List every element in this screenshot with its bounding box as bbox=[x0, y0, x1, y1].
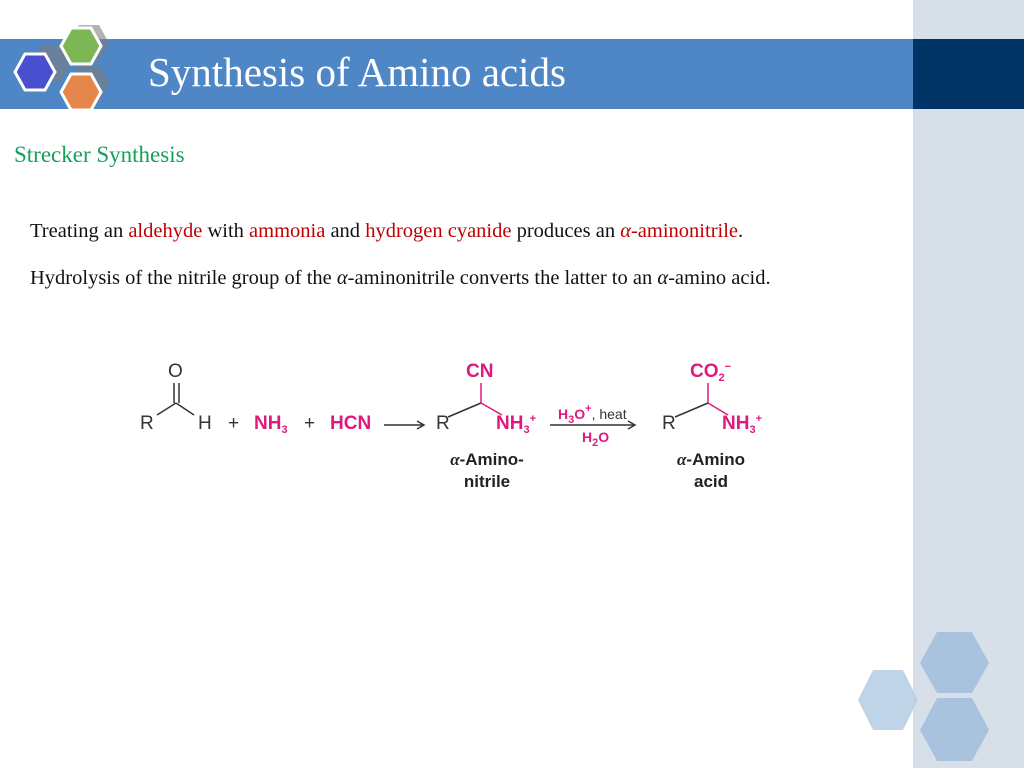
text: -aminonitrile converts the latter to an bbox=[347, 266, 658, 289]
alpha-aminonitrile-label: α-Amino-nitrile bbox=[442, 449, 532, 493]
text: -Amino- bbox=[459, 450, 524, 469]
page-title: Synthesis of Amino acids bbox=[148, 49, 566, 95]
plus-sign: + bbox=[304, 413, 316, 434]
text: -amino acid. bbox=[668, 266, 771, 289]
text: Treating an bbox=[30, 220, 129, 242]
ammonium-group: NH3+ bbox=[722, 413, 762, 436]
body-paragraph: Treating an aldehyde with ammonia and hy… bbox=[30, 208, 930, 301]
alpha-amino-acid-label: α-Amino acid bbox=[666, 449, 756, 493]
term-aminonitrile: -aminonitrile bbox=[630, 220, 739, 242]
text: Hydrolysis of the nitrile group of the bbox=[30, 266, 337, 289]
text: . bbox=[738, 220, 744, 242]
text: -Amino bbox=[686, 450, 745, 469]
title-bar-accent bbox=[913, 39, 1024, 109]
text: O bbox=[598, 429, 610, 445]
text: NH bbox=[254, 413, 282, 434]
ammonium-group: NH3+ bbox=[496, 413, 536, 436]
text: produces an bbox=[511, 220, 621, 242]
text: , heat bbox=[591, 406, 627, 422]
superscript: + bbox=[585, 403, 592, 415]
superscript: + bbox=[755, 413, 763, 425]
hydrogen-atom: H bbox=[198, 413, 212, 434]
ammonia-formula: NH3 bbox=[254, 413, 288, 436]
bond-lines-icon bbox=[156, 383, 729, 430]
r-group: R bbox=[436, 413, 450, 434]
subscript: 3 bbox=[523, 424, 530, 436]
text: with bbox=[202, 220, 250, 242]
text: NH bbox=[722, 413, 750, 434]
alpha-symbol: α bbox=[657, 266, 669, 289]
text: O bbox=[574, 406, 586, 422]
text: H bbox=[558, 406, 569, 422]
section-subtitle: Strecker Synthesis bbox=[14, 142, 185, 167]
subscript: 2 bbox=[718, 372, 725, 384]
conditions-bottom: H2O bbox=[582, 429, 609, 449]
conditions-top: H3O+, heat bbox=[558, 403, 627, 426]
term-ammonia: ammonia bbox=[249, 220, 326, 242]
subscript: 2 bbox=[592, 437, 599, 449]
superscript: − bbox=[724, 361, 732, 373]
text: CO bbox=[690, 361, 719, 382]
alpha-symbol: α bbox=[336, 266, 348, 289]
subscript: 3 bbox=[568, 414, 575, 426]
subscript: 3 bbox=[281, 424, 288, 436]
strecker-reaction-scheme: O R H + NH3 + HCN CN R NH3+ α-Amino-nitr… bbox=[130, 355, 790, 505]
alpha-symbol: α bbox=[620, 220, 631, 242]
hexagon-logo-icon bbox=[13, 25, 109, 112]
text: acid bbox=[693, 472, 729, 491]
plus-sign: + bbox=[228, 413, 240, 434]
text: nitrile bbox=[463, 472, 511, 491]
r-group: R bbox=[662, 413, 676, 434]
term-aldehyde: aldehyde bbox=[128, 220, 203, 242]
oxygen-atom: O bbox=[168, 361, 183, 382]
term-hydrogen-cyanide: hydrogen cyanide bbox=[365, 220, 512, 242]
title-bar bbox=[0, 39, 913, 109]
superscript: + bbox=[529, 413, 537, 425]
alpha-symbol: α bbox=[677, 450, 687, 469]
text: H bbox=[582, 429, 593, 445]
carboxylate-group: CO2− bbox=[690, 361, 731, 384]
decorative-hexagons-icon bbox=[858, 632, 989, 761]
cn-group: CN bbox=[466, 361, 494, 382]
text: and bbox=[325, 220, 366, 242]
hcn-formula: HCN bbox=[330, 413, 372, 434]
r-group: R bbox=[140, 413, 154, 434]
text: NH bbox=[496, 413, 524, 434]
alpha-symbol: α bbox=[450, 450, 460, 469]
subscript: 3 bbox=[749, 424, 756, 436]
